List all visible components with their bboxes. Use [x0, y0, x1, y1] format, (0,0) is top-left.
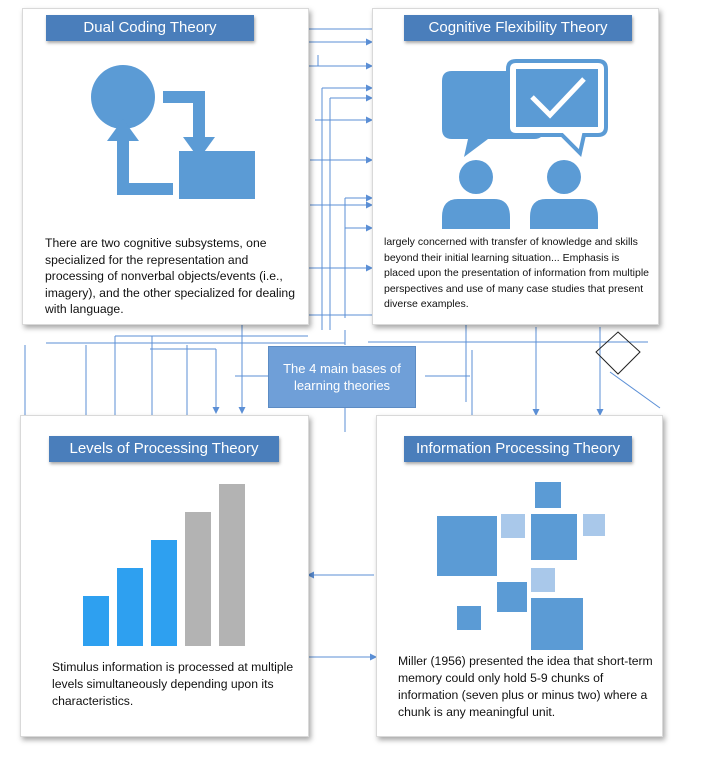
- cycle-arrows-icon: [91, 65, 255, 199]
- cognitive-flexibility-title: Cognitive Flexibility Theory: [404, 15, 632, 41]
- card-cognitive-flexibility: largely concerned with transfer of knowl…: [372, 8, 659, 325]
- bar-2: [117, 568, 143, 646]
- information-processing-description: Miller (1956) presented the idea that sh…: [398, 654, 653, 719]
- bar-1: [83, 596, 109, 646]
- card-dual-coding: There are two cognitive subsystems, one …: [22, 8, 309, 325]
- bar-3: [151, 540, 177, 646]
- card-levels-of-processing: Stimulus information is processed at mul…: [20, 415, 309, 737]
- card-information-processing: Miller (1956) presented the idea that sh…: [376, 415, 663, 737]
- central-topic-node[interactable]: The 4 main bases of learning theories: [268, 346, 416, 408]
- bar-chart-icon: [83, 484, 245, 646]
- squares-cluster-icon: [437, 482, 605, 650]
- information-processing-title: Information Processing Theory: [404, 436, 632, 462]
- people-chat-check-icon: [442, 59, 608, 229]
- cognitive-flexibility-description: largely concerned with transfer of knowl…: [384, 236, 649, 310]
- dual-coding-title: Dual Coding Theory: [46, 15, 254, 41]
- dual-coding-description: There are two cognitive subsystems, one …: [45, 236, 295, 316]
- bar-4: [185, 512, 211, 646]
- levels-of-processing-description: Stimulus information is processed at mul…: [52, 660, 294, 708]
- central-topic-label: The 4 main bases of learning theories: [283, 361, 401, 393]
- levels-of-processing-title: Levels of Processing Theory: [49, 436, 279, 462]
- bar-5: [219, 484, 245, 646]
